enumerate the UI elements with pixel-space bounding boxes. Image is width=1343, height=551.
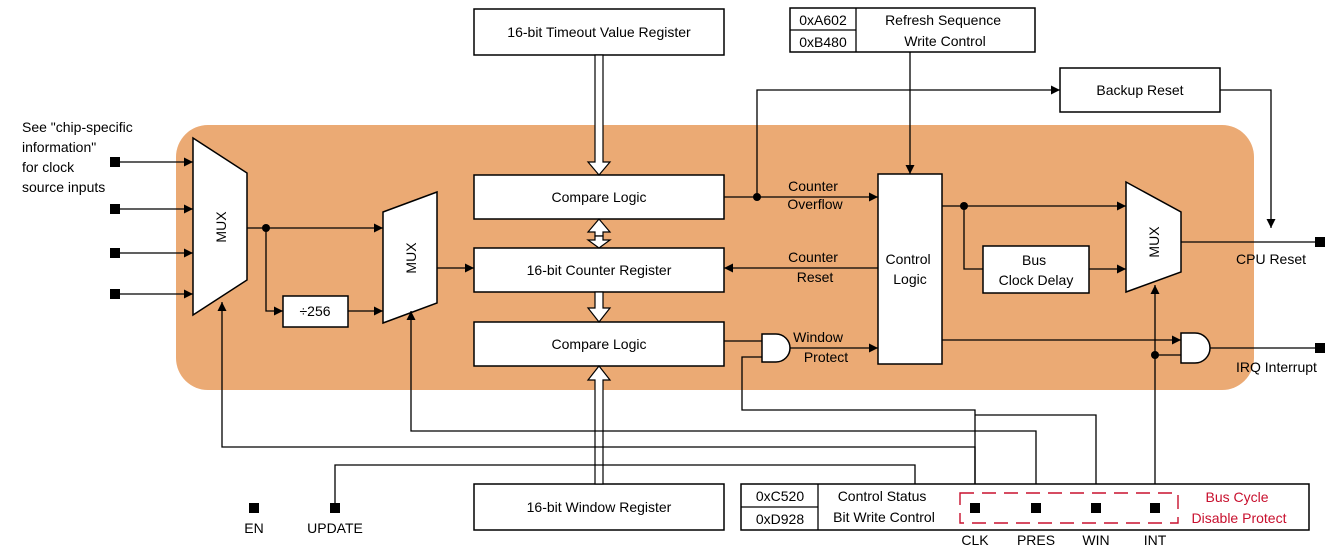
window-register-label: 16-bit Window Register	[527, 499, 672, 515]
mux3-label: MUX	[1146, 226, 1162, 258]
control-logic	[877, 173, 943, 365]
bus-clock-delay-label: Bus Clock Delay	[999, 252, 1074, 288]
clock-input-pin-4	[110, 289, 120, 299]
mux2-label: MUX	[403, 242, 419, 274]
status-key-1: 0xC520	[756, 488, 804, 504]
irq-interrupt-pin	[1315, 343, 1325, 353]
refresh-sequence-label: Refresh Sequence Write Control	[885, 12, 1005, 49]
counter-reset-label: Counter Reset	[788, 249, 842, 285]
counter-from-compare-top-bus	[586, 235, 612, 249]
window-protect-label: Window Protect	[793, 329, 848, 365]
status-key-2: 0xD928	[756, 511, 804, 527]
control-logic-label: Control Logic	[885, 251, 934, 287]
bus-cycle-protect-region	[959, 492, 1179, 524]
clk-label: CLK	[961, 532, 989, 548]
compare-logic-top-label: Compare Logic	[552, 189, 647, 205]
window-bus-arrow	[586, 365, 612, 485]
clock-input-pin-2	[110, 204, 120, 214]
win-pin	[1091, 503, 1101, 513]
bus-cycle-label: Bus Cycle Disable Protect	[1192, 489, 1287, 526]
counter-overflow-label: Counter Overflow	[787, 178, 843, 212]
counter-to-compare-top-bus	[586, 218, 612, 237]
clock-source-pins	[110, 157, 193, 299]
timeout-register	[473, 8, 725, 56]
pres-label: PRES	[1017, 532, 1055, 548]
control-status-label: Control Status Bit Write Control	[833, 488, 935, 525]
clock-source-note: See "chip-specific information" for cloc…	[22, 119, 137, 195]
update-pin	[330, 503, 340, 513]
timeout-register-label: 16-bit Timeout Value Register	[507, 24, 691, 40]
int-label: INT	[1144, 532, 1167, 548]
irq-and-gate	[1180, 332, 1211, 364]
clk-pin	[970, 503, 980, 513]
bus-clock-delay	[982, 245, 1090, 294]
backup-reset-box	[1059, 67, 1221, 113]
window-and-gate	[761, 333, 791, 363]
mux1-label: MUX	[213, 211, 229, 243]
backup-reset-label: Backup Reset	[1096, 82, 1183, 98]
update-label: UPDATE	[307, 520, 363, 536]
prescaler-box	[282, 295, 349, 328]
refresh-key-1: 0xA602	[799, 12, 847, 28]
clock-input-pin-1	[110, 157, 120, 167]
refresh-key-2: 0xB480	[799, 34, 847, 50]
clock-input-pin-3	[110, 248, 120, 258]
prescaler-mux	[382, 190, 438, 325]
counter-to-compare-bottom-bus	[586, 291, 612, 323]
window-register	[473, 483, 725, 531]
compare-logic-bottom-label: Compare Logic	[552, 336, 647, 352]
prescaler-label: ÷256	[299, 303, 330, 319]
counter-register-label: 16-bit Counter Register	[527, 262, 672, 278]
pres-pin	[1031, 503, 1041, 513]
win-label: WIN	[1082, 532, 1109, 548]
en-pin	[249, 503, 259, 513]
cpu-reset-label: CPU Reset	[1236, 251, 1306, 267]
int-pin	[1150, 503, 1160, 513]
clock-select-mux	[192, 136, 248, 317]
reset-delay-mux	[1125, 180, 1182, 294]
cpu-reset-pin	[1315, 237, 1325, 247]
en-label: EN	[244, 520, 263, 536]
irq-interrupt-label: IRQ Interrupt	[1236, 359, 1317, 375]
timeout-bus-arrow	[586, 54, 612, 176]
